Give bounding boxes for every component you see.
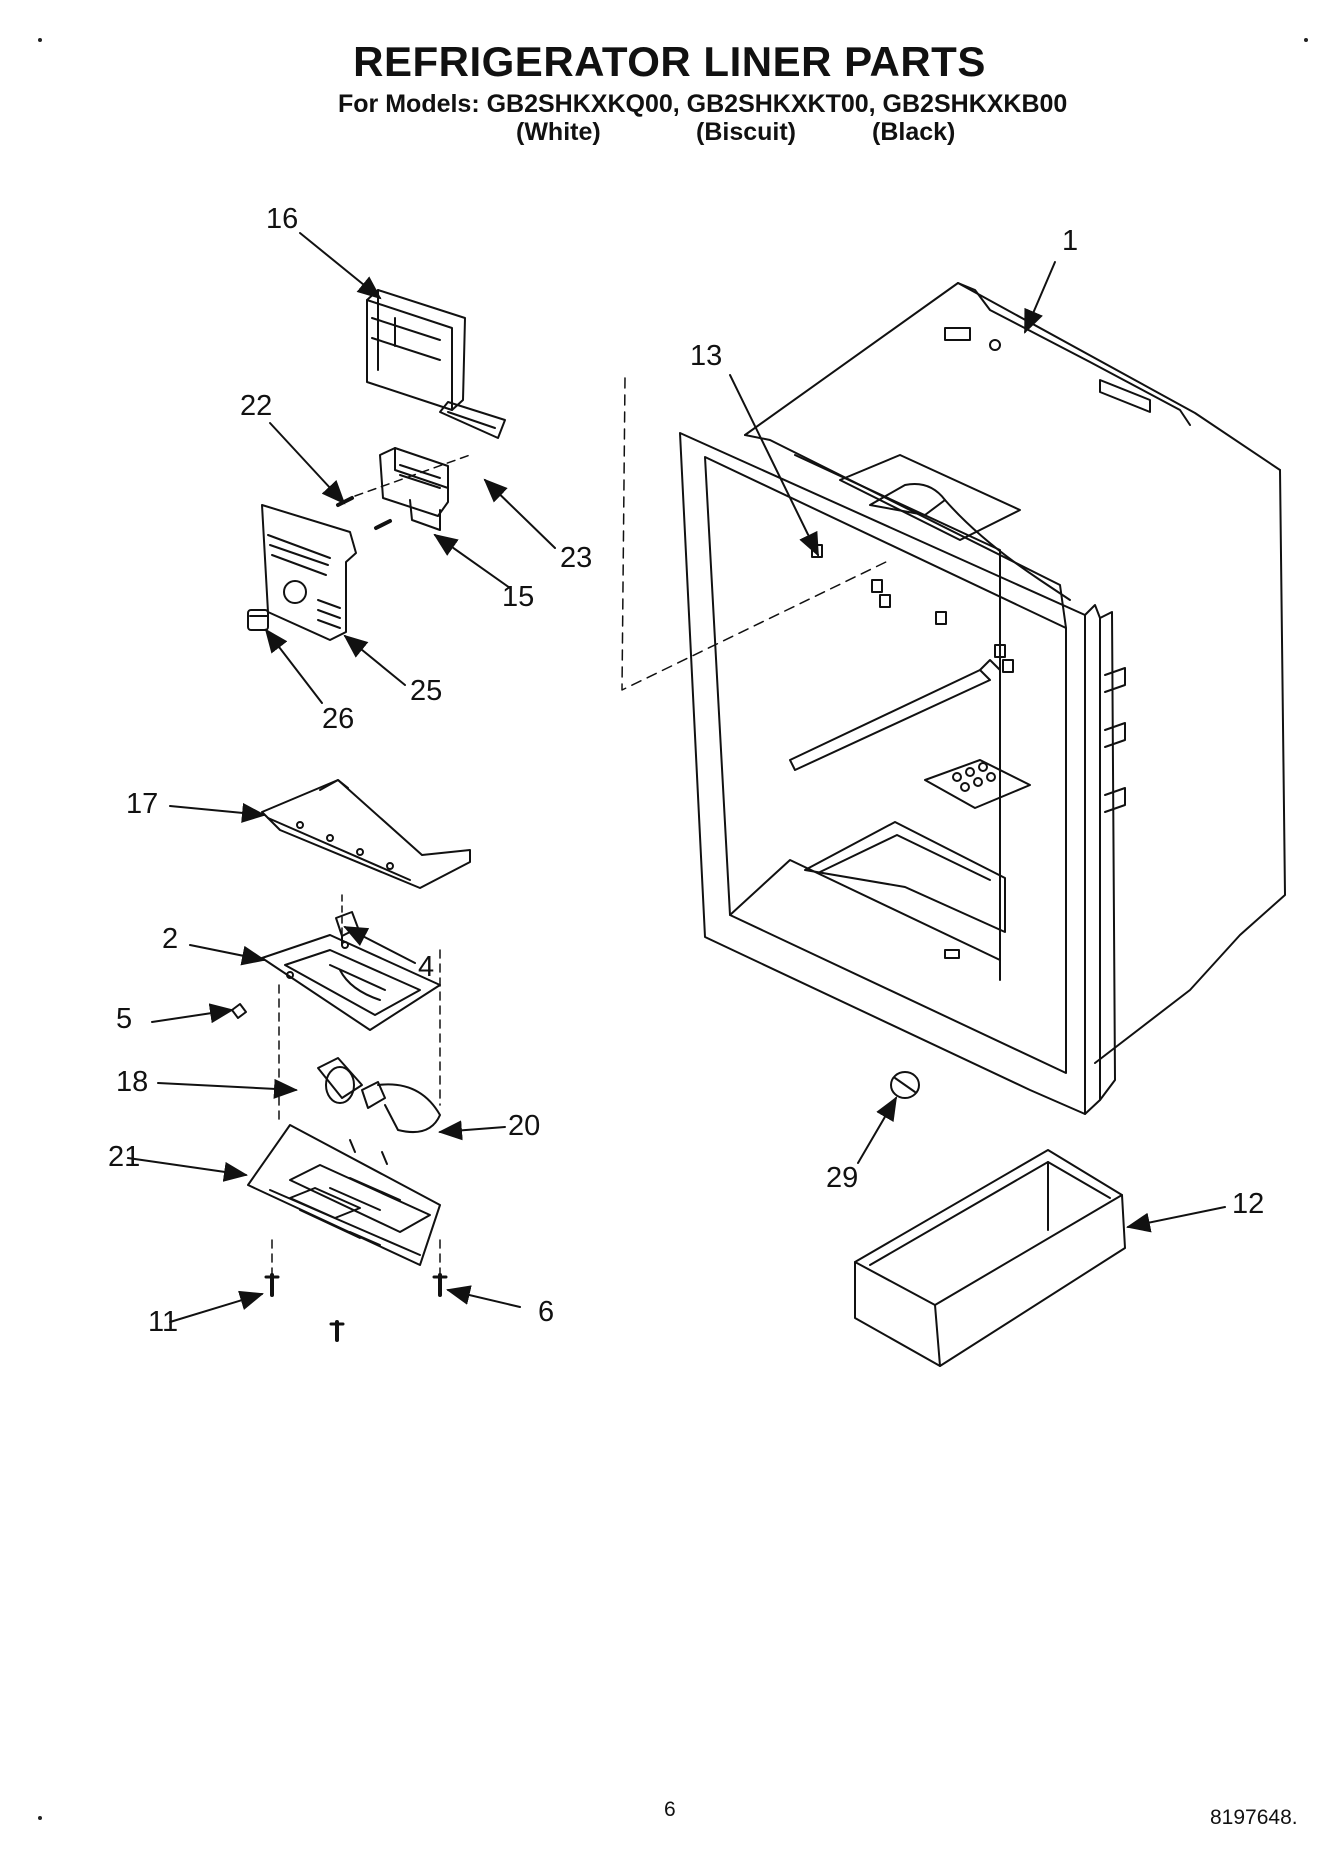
callout-15: 15 (502, 581, 535, 613)
part-20-bulb (361, 1081, 441, 1134)
callout-1: 1 (1062, 225, 1079, 257)
callout-22: 22 (240, 390, 273, 422)
part-25-housing (261, 504, 357, 641)
callout-20: 20 (508, 1110, 541, 1142)
part-29-plug (890, 1071, 920, 1099)
callout-21: 21 (108, 1141, 141, 1173)
part-2-light-housing (261, 934, 441, 1031)
callout-12: 12 (1232, 1188, 1265, 1220)
callout-26: 26 (322, 703, 355, 735)
part-12-crisper-bin (854, 1149, 1126, 1367)
part-5-clip (231, 1003, 247, 1019)
callout-2: 2 (162, 923, 179, 955)
scan-dot (38, 1816, 42, 1820)
part-18-socket (317, 1057, 363, 1104)
callout-4: 4 (418, 951, 435, 983)
callout-23: 23 (560, 542, 593, 574)
page-title: REFRIGERATOR LINER PARTS (353, 38, 986, 85)
variant-biscuit: (Biscuit) (696, 118, 796, 146)
variant-black: (Black) (872, 118, 956, 146)
part-21-lens (247, 1124, 441, 1266)
part-17-light-shield (261, 779, 471, 889)
part-26-knob (247, 609, 269, 631)
callout-29: 29 (826, 1162, 859, 1194)
scan-dot (1304, 38, 1308, 42)
callout-25: 25 (410, 675, 443, 707)
callout-16: 16 (266, 203, 299, 235)
scan-dot (38, 38, 42, 42)
liner-part-1 (679, 282, 1286, 1115)
callout-18: 18 (116, 1066, 149, 1098)
page-number: 6 (664, 1798, 676, 1821)
callout-5: 5 (116, 1003, 133, 1035)
part-23-gasket (439, 401, 506, 439)
part-15-thermostat (379, 447, 449, 531)
variant-white: (White) (516, 118, 601, 146)
document-number: 8197648. (1210, 1806, 1298, 1829)
callout-13: 13 (690, 340, 723, 372)
part-16-control-cover (366, 289, 466, 411)
callout-17: 17 (126, 788, 159, 820)
models-line: For Models: GB2SHKXKQ00, GB2SHKXKT00, GB… (338, 90, 1068, 118)
callout-6: 6 (538, 1296, 555, 1328)
callout-11: 11 (148, 1306, 179, 1338)
